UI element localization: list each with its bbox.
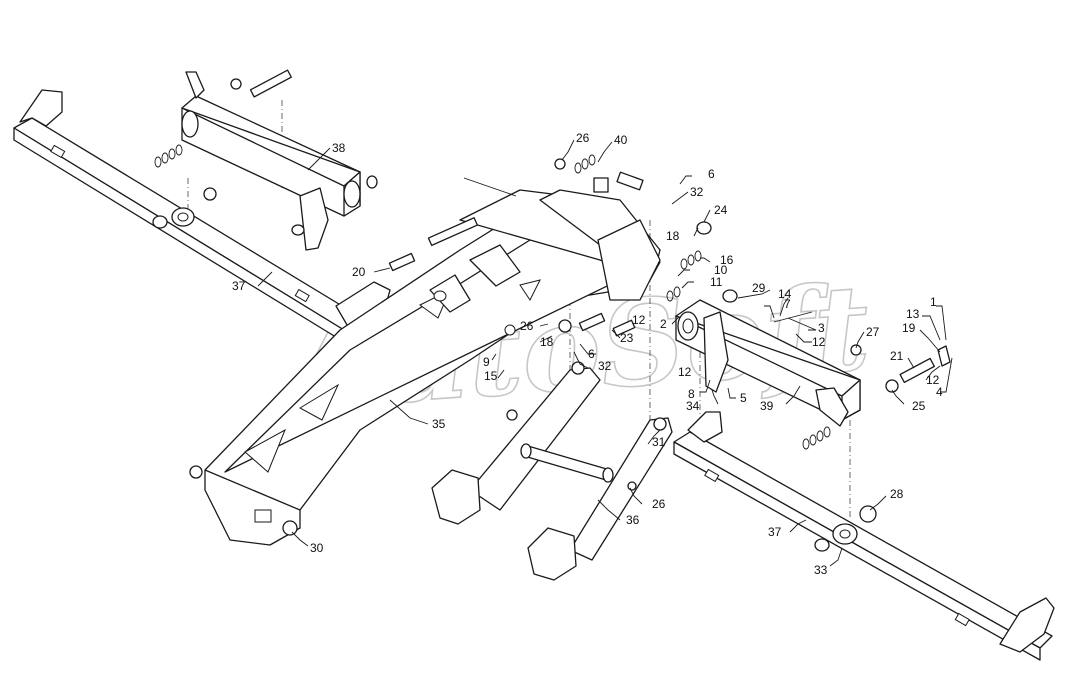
callout-23: 23 bbox=[620, 331, 634, 345]
callout-6b: 6 bbox=[708, 167, 715, 181]
callout-11: 11 bbox=[710, 275, 723, 289]
upper-left-bracket bbox=[154, 69, 378, 251]
callout-27: 27 bbox=[866, 325, 880, 339]
callout-12b: 12 bbox=[926, 373, 940, 387]
callout-21: 21 bbox=[890, 349, 904, 363]
callout-15: 15 bbox=[484, 369, 498, 383]
callout-38: 38 bbox=[332, 141, 346, 155]
callout-28: 28 bbox=[890, 487, 904, 501]
callout-33: 33 bbox=[814, 563, 828, 577]
callout-36: 36 bbox=[626, 513, 640, 527]
callout-19: 19 bbox=[902, 321, 916, 335]
callout-26a: 26 bbox=[576, 131, 590, 145]
callout-5: 5 bbox=[740, 391, 747, 405]
callout-25: 25 bbox=[912, 399, 926, 413]
callout-3: 3 bbox=[818, 321, 825, 335]
callout-8: 8 bbox=[688, 387, 695, 401]
right-wing-beam bbox=[673, 411, 1055, 661]
leader-lines bbox=[257, 139, 953, 567]
callout-34: 34 bbox=[686, 399, 700, 413]
callout-4: 4 bbox=[936, 385, 943, 399]
right-bracket bbox=[675, 289, 936, 450]
callout-30: 30 bbox=[310, 541, 324, 555]
callout-26b: 26 bbox=[520, 319, 534, 333]
callout-12d: 12 bbox=[632, 313, 646, 327]
hardware-parts bbox=[388, 154, 951, 367]
callout-35: 35 bbox=[432, 417, 446, 431]
callout-labels: 1 2 3 4 5 6 6 7 8 9 10 11 12 12 12 12 13… bbox=[232, 131, 943, 577]
callout-39: 39 bbox=[760, 399, 774, 413]
callout-29: 29 bbox=[752, 281, 766, 295]
callout-9: 9 bbox=[483, 355, 490, 369]
callout-13: 13 bbox=[906, 307, 920, 321]
callout-32a: 32 bbox=[690, 185, 704, 199]
callout-31: 31 bbox=[652, 435, 666, 449]
callout-40: 40 bbox=[614, 133, 628, 147]
callout-12c: 12 bbox=[678, 365, 692, 379]
callout-16: 16 bbox=[720, 253, 734, 267]
callout-32b: 32 bbox=[598, 359, 612, 373]
callout-1: 1 bbox=[930, 295, 937, 309]
callout-18b: 18 bbox=[666, 229, 680, 243]
callout-20: 20 bbox=[352, 265, 366, 279]
callout-24: 24 bbox=[714, 203, 728, 217]
callout-26c: 26 bbox=[652, 497, 666, 511]
callout-18a: 18 bbox=[540, 335, 554, 349]
main-frame bbox=[189, 189, 661, 546]
callout-6a: 6 bbox=[588, 347, 595, 361]
parallel-link bbox=[431, 361, 673, 581]
callout-2: 2 bbox=[660, 317, 667, 331]
callout-10: 10 bbox=[714, 263, 728, 277]
callout-37b: 37 bbox=[768, 525, 782, 539]
callout-12a: 12 bbox=[812, 335, 826, 349]
callout-7: 7 bbox=[784, 297, 791, 311]
callout-37a: 37 bbox=[232, 279, 246, 293]
callout-14: 14 bbox=[778, 287, 792, 301]
